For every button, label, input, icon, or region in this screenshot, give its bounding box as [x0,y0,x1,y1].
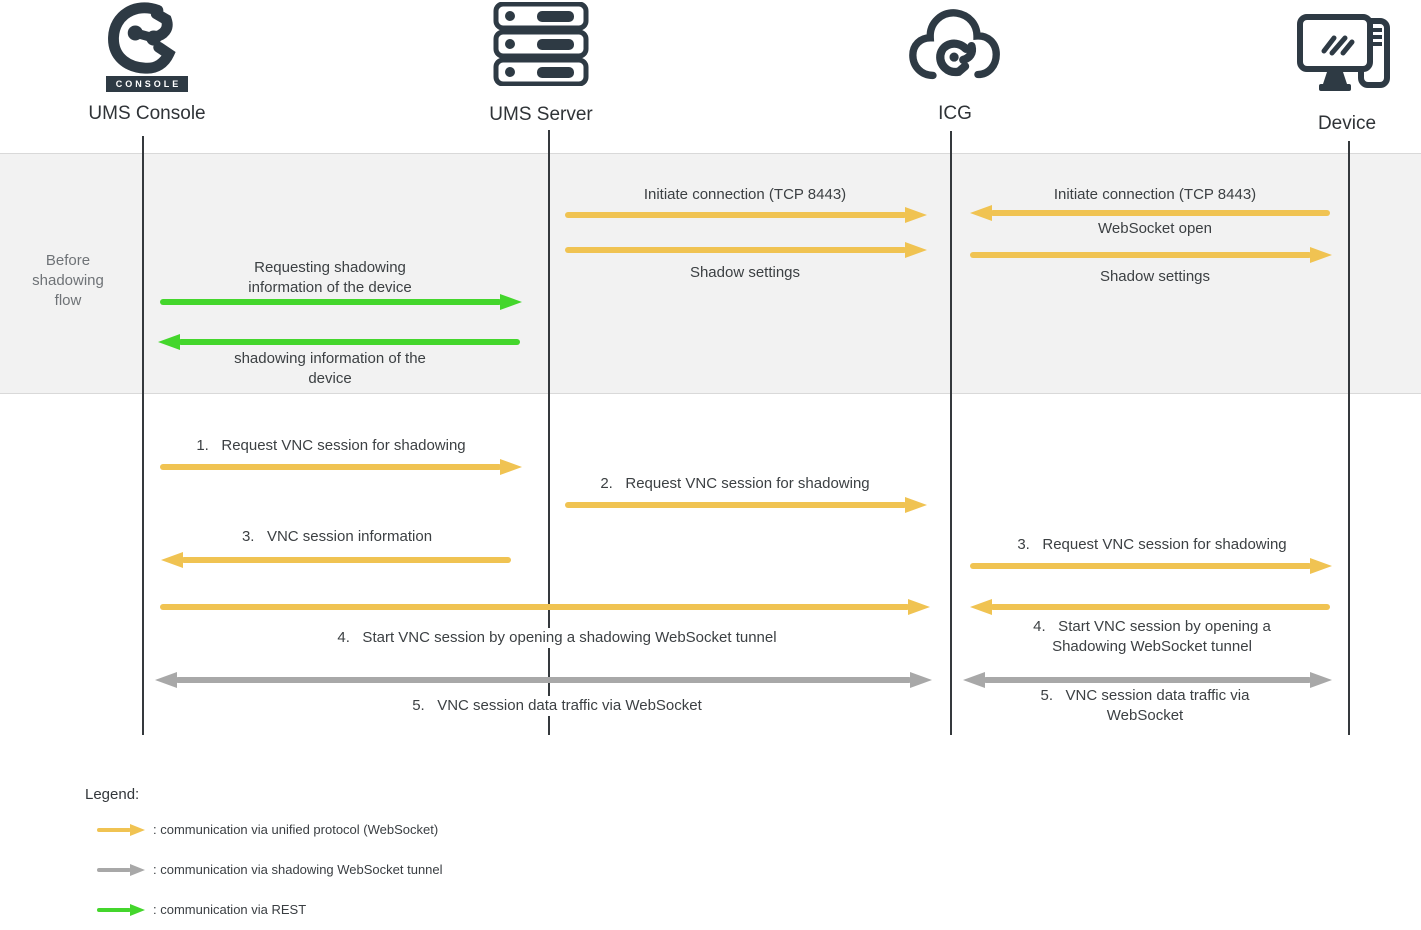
before-shadowing-band-label: Before shadowing flow [32,252,104,309]
actor-ums-server: UMS Server [482,2,600,126]
message-label: 5. VNC session data traffic via WebSocke… [257,696,857,716]
actor-icg: ICG [897,3,1013,125]
legend-yellow-arrow-icon [97,824,145,836]
arrow-step4-start-vnc-tunnel [160,599,930,615]
actor-label-ums-console: UMS Console [88,103,206,124]
legend-gray-arrow-icon [97,864,145,876]
arrow-initiate-connection-device-icg [970,205,1330,221]
message-label: 3. Request VNC session for shadowing [967,535,1337,555]
legend-item-label: : communication via unified protocol (We… [153,822,439,837]
legend-title: Legend: [85,786,140,803]
message-label: 3. VNC session information [152,527,522,547]
lifeline-ums-server [548,130,550,735]
arrow-step1-request-vnc [160,459,522,475]
ums-console-icon [108,2,176,74]
before-shadowing-band [0,153,1421,394]
console-badge: CONSOLE [105,76,189,92]
message-label: WebSocket open [1098,220,1212,237]
message-label: Requesting shadowing information of the … [248,259,412,296]
arrow-step3-request-vnc-device [970,558,1332,574]
arrow-shadow-settings-icg-device [970,247,1332,263]
lifeline-ums-console [142,136,144,735]
message-label: 4. Start VNC session by opening a Shadow… [1033,618,1271,655]
arrow-step5-vnc-data-traffic [155,672,932,688]
message-label: 1. Request VNC session for shadowing [146,436,516,456]
lifeline-icg [950,131,952,735]
message-label: Shadow settings [689,264,801,281]
message-label: 4. Start VNC session by opening a shadow… [257,628,857,648]
legend-green-arrow-icon [97,904,145,916]
legend-item-label: : communication via shadowing WebSocket … [153,862,443,877]
arrow-requesting-shadowing-info [160,294,522,310]
message-label: shadowing information of the device [234,350,426,387]
arrow-shadowing-info-response [158,334,520,350]
arrow-initiate-connection-server-icg [565,207,927,223]
server-stack-icon [493,2,589,86]
message-label: 5. VNC session data traffic via WebSocke… [1040,687,1250,724]
actor-ums-console: CONSOLE UMS Console [88,2,206,125]
message-label: 2. Request VNC session for shadowing [550,474,920,494]
arrow-shadow-settings-server-icg [565,242,927,258]
arrow-step2-request-vnc [565,497,927,513]
message-label: Initiate connection (TCP 8443) [643,186,847,203]
message-label: Shadow settings [1099,268,1211,285]
arrow-step4-start-vnc-tunnel-device [970,599,1330,615]
message-label: Initiate connection (TCP 8443) [1053,186,1257,203]
arrow-step3-vnc-session-info [161,552,511,568]
device-monitor-icon [1297,14,1390,91]
actor-label-device: Device [1317,113,1377,134]
actor-device: Device [1289,11,1405,135]
arrow-step5-vnc-data-traffic-device [963,672,1332,688]
lifeline-device [1348,141,1350,735]
actor-label-icg: ICG [938,103,972,124]
actor-label-ums-server: UMS Server [489,104,593,125]
cloud-gateway-icon [909,9,1000,80]
legend-item-label: : communication via REST [153,902,307,917]
